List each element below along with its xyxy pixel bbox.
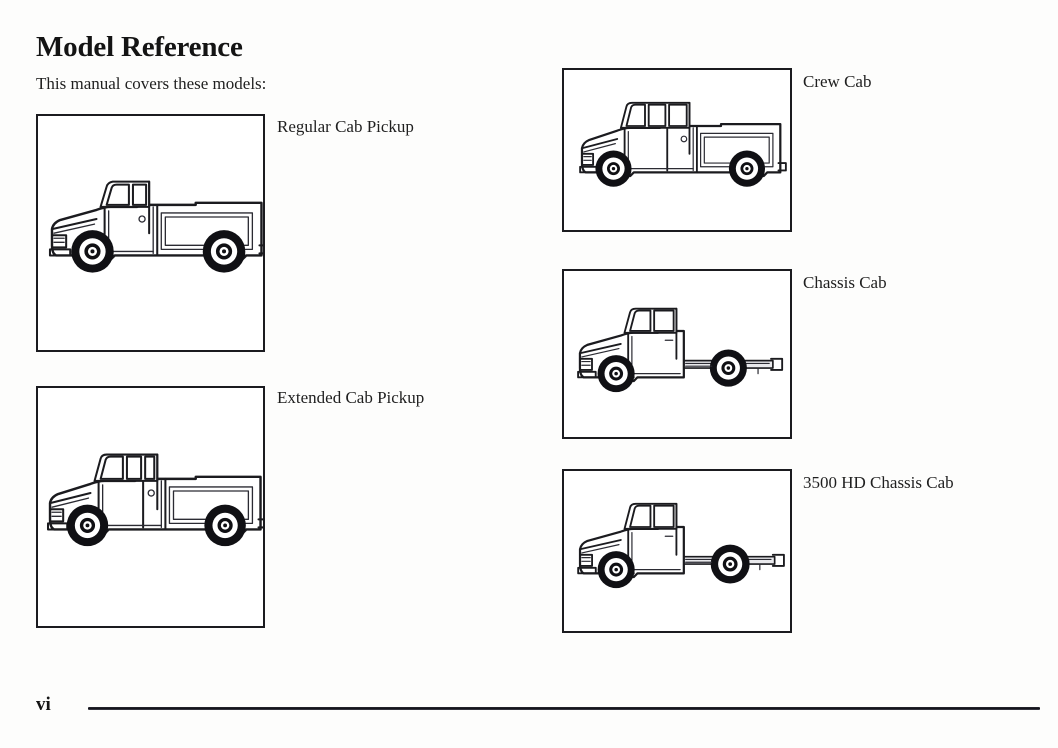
page-number: vi xyxy=(36,694,51,715)
caption-chassis-cab: Chassis Cab xyxy=(803,273,887,292)
caption-crew-cab: Crew Cab xyxy=(803,72,872,91)
figure-crew-cab xyxy=(562,68,792,232)
figure-regular-cab-pickup xyxy=(36,114,265,352)
chassis-cab-illustration xyxy=(577,307,784,393)
extended-cab-pickup-illustration xyxy=(46,453,263,547)
intro-text: This manual covers these models: xyxy=(36,74,267,93)
page-title: Model Reference xyxy=(36,31,243,63)
crew-cab-illustration xyxy=(579,101,787,187)
figure-chassis-cab xyxy=(562,269,792,439)
footer-rule xyxy=(88,707,1040,710)
figure-3500-hd-chassis-cab xyxy=(562,469,792,633)
regular-cab-pickup-illustration xyxy=(48,180,263,273)
caption-extended-cab-pickup: Extended Cab Pickup xyxy=(277,388,425,407)
figure-extended-cab-pickup xyxy=(36,386,265,628)
caption-3500-hd-chassis-cab: 3500 HD Chassis Cab xyxy=(803,473,954,492)
caption-regular-cab-pickup: Regular Cab Pickup xyxy=(277,117,414,136)
hd-chassis-cab-illustration xyxy=(577,502,785,589)
